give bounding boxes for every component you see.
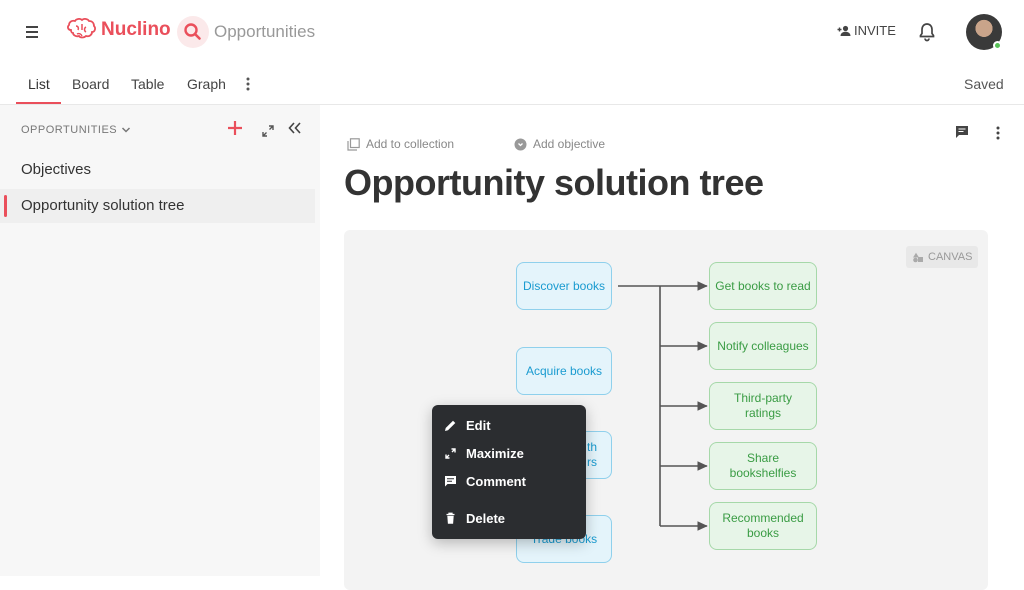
- add-item-button[interactable]: [227, 119, 243, 139]
- trash-icon: [446, 512, 455, 524]
- maximize-label: Maximize: [466, 445, 524, 461]
- comment-label: Comment: [466, 473, 526, 489]
- tab-table[interactable]: Table: [131, 76, 165, 92]
- canvas-badge: CANVAS: [906, 246, 979, 268]
- edit-label: Edit: [466, 417, 491, 433]
- invite-button[interactable]: INVITE: [837, 23, 896, 38]
- opportunity-node-discover-books[interactable]: Discover books: [516, 262, 612, 310]
- solution-node-get-books-to-read[interactable]: Get books to read: [709, 262, 817, 310]
- notifications-button[interactable]: [918, 22, 936, 47]
- objective-icon: [514, 138, 527, 150]
- solution-node-third-party-ratings[interactable]: Third-party ratings: [709, 382, 817, 430]
- search-button[interactable]: [177, 16, 209, 48]
- expand-sidebar-button[interactable]: [262, 124, 274, 142]
- sidebar: OPPORTUNITIES Objectives Opportunity sol…: [0, 105, 320, 576]
- tab-board[interactable]: Board: [72, 76, 110, 92]
- edit-menu-item[interactable]: Edit: [444, 414, 574, 436]
- solution-node-recommended-books[interactable]: Recommended books: [709, 502, 817, 550]
- active-tab-indicator: [16, 102, 61, 104]
- double-chevron-left-icon: [288, 122, 301, 134]
- save-status: Saved: [964, 76, 1004, 92]
- shapes-icon: [913, 252, 923, 262]
- sidebar-item-opportunity-solution-tree[interactable]: Opportunity solution tree: [0, 189, 315, 223]
- tabs-more-icon[interactable]: [246, 77, 250, 91]
- brand-name: Nuclino: [101, 19, 171, 40]
- maximize-menu-item[interactable]: Maximize: [444, 442, 574, 464]
- comment-icon: [956, 126, 968, 138]
- add-to-collection-button[interactable]: Add to collection: [347, 137, 454, 151]
- add-to-collection-label: Add to collection: [366, 137, 455, 151]
- plus-icon: [228, 121, 242, 135]
- document-more-icon[interactable]: [996, 126, 1000, 140]
- menu-icon[interactable]: [22, 22, 42, 42]
- pencil-icon: [445, 420, 456, 431]
- solution-node-notify-colleagues[interactable]: Notify colleagues: [709, 322, 817, 370]
- canvas-badge-label: CANVAS: [928, 251, 973, 263]
- comments-button[interactable]: [955, 125, 969, 144]
- delete-label: Delete: [466, 510, 506, 526]
- context-menu: Edit Maximize Comment Delete: [432, 405, 586, 539]
- tab-list[interactable]: List: [28, 76, 50, 92]
- collapse-sidebar-button[interactable]: [288, 121, 302, 139]
- maximize-icon: [445, 447, 456, 459]
- solution-node-share-bookshelfies[interactable]: Share bookshelfies: [709, 442, 817, 490]
- bell-icon: [919, 23, 935, 42]
- comment-menu-item[interactable]: Comment: [444, 470, 574, 492]
- comment-icon: [445, 475, 456, 486]
- invite-label: INVITE: [854, 23, 896, 38]
- sidebar-item-objectives[interactable]: Objectives: [21, 161, 92, 178]
- delete-menu-item[interactable]: Delete: [444, 507, 574, 529]
- document-area: Add to collection Add objective Opportun…: [320, 105, 1024, 590]
- workspace-title[interactable]: Opportunities: [214, 22, 316, 41]
- logo[interactable]: Nuclino: [65, 18, 171, 42]
- collection-header-label: OPPORTUNITIES: [21, 124, 118, 136]
- add-objective-button[interactable]: Add objective: [514, 137, 605, 151]
- tab-graph[interactable]: Graph: [187, 76, 226, 92]
- opportunity-node-acquire-books[interactable]: Acquire books: [516, 347, 612, 395]
- search-icon: [184, 23, 201, 40]
- page-title[interactable]: Opportunity solution tree: [344, 162, 764, 203]
- collection-icon: [347, 137, 360, 151]
- online-status-indicator: [993, 41, 1002, 50]
- top-bar: Nuclino Opportunities INVITE: [0, 0, 1024, 64]
- chevron-down-icon: [122, 127, 131, 133]
- brain-icon: [67, 18, 96, 39]
- add-objective-label: Add objective: [533, 137, 606, 151]
- view-tabs: List Board Table Graph Saved: [0, 64, 1024, 105]
- add-person-icon: [837, 25, 851, 36]
- collection-header[interactable]: OPPORTUNITIES: [21, 124, 131, 136]
- expand-icon: [262, 125, 274, 137]
